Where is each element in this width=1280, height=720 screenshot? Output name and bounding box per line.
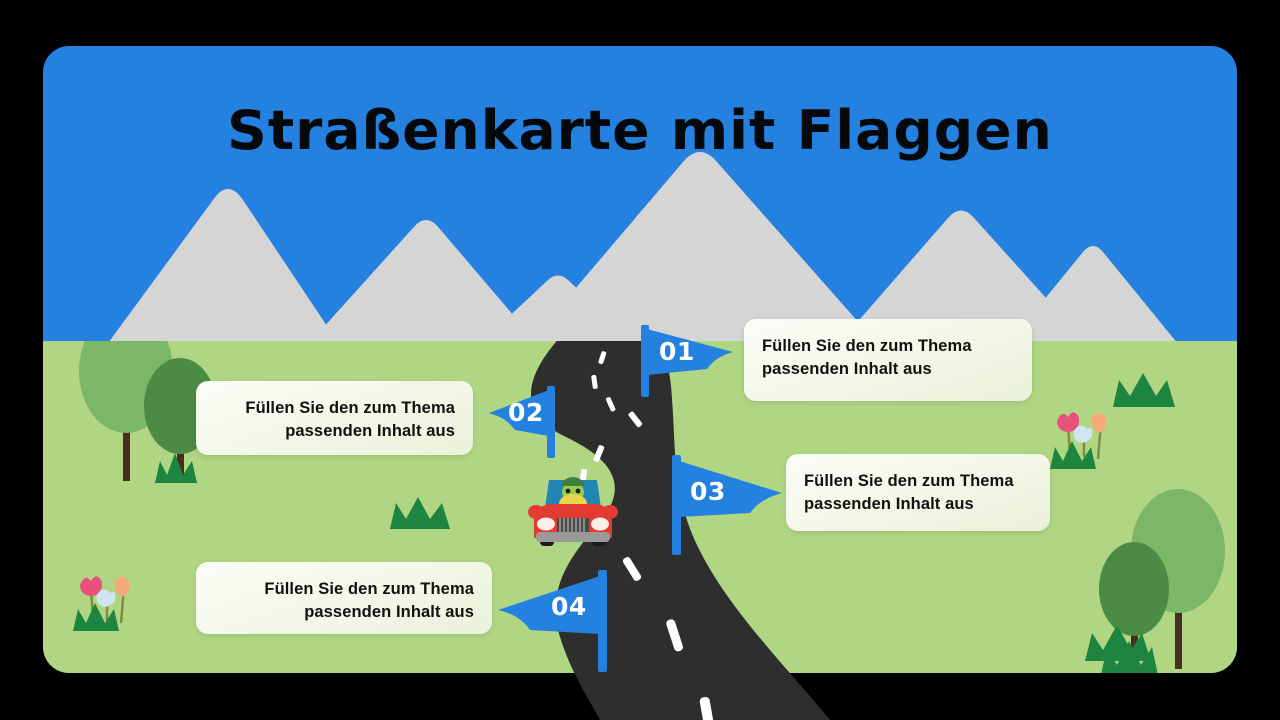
mountains-svg <box>103 152 1183 350</box>
car-svg <box>528 477 618 546</box>
road-layer <box>0 341 1280 720</box>
flower-cluster-right <box>1046 391 1124 476</box>
grass-tuft-svg <box>1113 373 1175 407</box>
content-card-03[interactable]: Füllen Sie den zum Thema passenden Inhal… <box>786 454 1050 531</box>
flag-pennant-icon <box>641 325 733 397</box>
flag-04[interactable] <box>494 570 612 677</box>
content-card-02[interactable]: Füllen Sie den zum Thema passenden Inhal… <box>196 381 473 455</box>
flag-02[interactable] <box>487 386 579 463</box>
trees-right-svg <box>1099 489 1225 673</box>
grass-tuft-right-upper <box>1111 369 1183 412</box>
flag-pennant-icon <box>489 386 555 458</box>
content-card-04[interactable]: Füllen Sie den zum Thema passenden Inhal… <box>196 562 492 634</box>
content-card-01[interactable]: Füllen Sie den zum Thema passenden Inhal… <box>744 319 1032 401</box>
flag-01[interactable] <box>641 325 735 402</box>
mountain-range <box>43 140 1237 350</box>
flowers-left-svg <box>73 576 130 631</box>
tree-group-right <box>1065 445 1237 673</box>
flag-pennant-icon <box>672 455 782 555</box>
grass-tuft-svg <box>390 497 450 529</box>
car <box>524 468 622 557</box>
grass-tuft-right-lower <box>1083 621 1159 666</box>
flag-03[interactable] <box>672 455 784 560</box>
page-title: Straßenkarte mit Flaggen <box>227 99 1053 162</box>
flag-pennant-icon <box>498 570 607 672</box>
grass-tuft-center <box>388 493 458 534</box>
road-svg <box>531 341 830 720</box>
flower-cluster-left <box>67 551 147 638</box>
grass-tuft-svg <box>1085 625 1151 661</box>
flowers-right-svg <box>1050 412 1107 469</box>
